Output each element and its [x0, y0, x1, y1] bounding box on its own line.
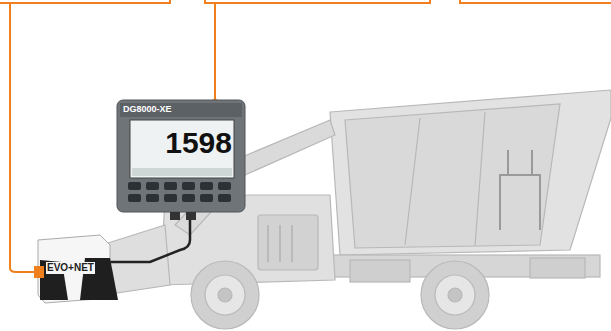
evo-net-module: [34, 235, 118, 303]
keypad-key: [218, 182, 231, 190]
mixer-wagon: [70, 90, 611, 329]
keypad-key: [200, 182, 213, 190]
keypad-key: [164, 182, 177, 190]
keypad-key: [128, 182, 141, 190]
top-tabs: [0, 0, 611, 3]
keypad-key: [146, 182, 159, 190]
keypad-key: [182, 194, 195, 202]
display-unit: [117, 100, 245, 220]
cable: [110, 212, 190, 262]
keypad-key: [128, 194, 141, 202]
module-label: EVO+NET: [46, 262, 95, 274]
keypad-key: [218, 194, 231, 202]
keypad-key: [200, 194, 213, 202]
model-label: DG8000-XE: [123, 105, 172, 114]
weight-readout: 1598: [165, 128, 232, 158]
keypad-key: [164, 194, 177, 202]
keypad-key: [182, 182, 195, 190]
keypad-key: [146, 194, 159, 202]
